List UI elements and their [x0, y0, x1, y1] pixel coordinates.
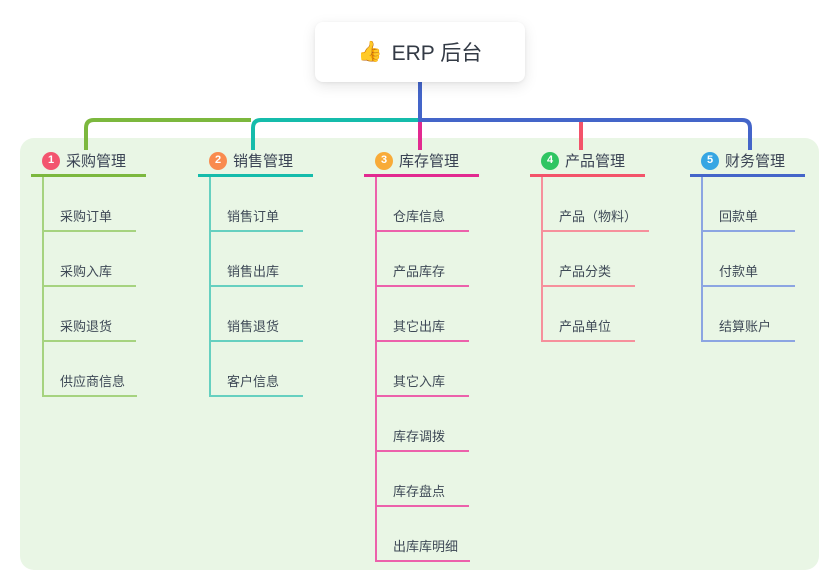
branch-number-badge: 2 [209, 151, 227, 170]
child-node[interactable]: 产品（物料） [541, 202, 650, 232]
branch-node-5[interactable]: 5 财务管理 [690, 147, 805, 177]
branch-1-child-connector [42, 177, 44, 397]
branch-node-label: 产品管理 [565, 153, 626, 170]
branch-node-3[interactable]: 3 库存管理 [364, 147, 479, 177]
branch-4-child-connector [541, 177, 543, 342]
child-node[interactable]: 销售订单 [209, 202, 303, 232]
child-node[interactable]: 出库库明细 [375, 532, 471, 562]
child-node[interactable]: 库存盘点 [375, 477, 469, 507]
child-node[interactable]: 库存调拨 [375, 422, 469, 452]
child-node[interactable]: 采购订单 [42, 202, 136, 232]
branch-number-badge: 3 [375, 151, 393, 170]
child-node[interactable]: 回款单 [701, 202, 795, 232]
child-node[interactable]: 产品单位 [541, 312, 635, 342]
child-node[interactable]: 供应商信息 [42, 367, 138, 397]
child-node[interactable]: 其它入库 [375, 367, 469, 397]
branch-number-badge: 5 [701, 151, 719, 170]
branch-node-4[interactable]: 4 产品管理 [530, 147, 645, 177]
branch-2-child-connector [209, 177, 211, 397]
child-node[interactable]: 销售出库 [209, 257, 303, 287]
branch-node-2[interactable]: 2 销售管理 [198, 147, 313, 177]
branch-5-child-connector [701, 177, 703, 342]
branch-node-label: 财务管理 [725, 153, 786, 170]
branch-node-label: 采购管理 [66, 153, 127, 170]
branch-number-badge: 4 [541, 151, 559, 170]
root-node-label: ERP 后台 [391, 42, 483, 65]
child-node[interactable]: 产品分类 [541, 257, 635, 287]
child-node[interactable]: 结算账户 [701, 312, 795, 342]
child-node[interactable]: 仓库信息 [375, 202, 469, 232]
branch-node-1[interactable]: 1 采购管理 [31, 147, 146, 177]
child-node[interactable]: 采购退货 [42, 312, 136, 342]
child-node[interactable]: 产品库存 [375, 257, 469, 287]
child-node[interactable]: 销售退货 [209, 312, 303, 342]
child-node[interactable]: 采购入库 [42, 257, 136, 287]
branch-number-badge: 1 [42, 151, 60, 170]
child-node[interactable]: 付款单 [701, 257, 795, 287]
child-node[interactable]: 其它出库 [375, 312, 469, 342]
child-node[interactable]: 客户信息 [209, 367, 303, 397]
branch-node-label: 销售管理 [233, 153, 294, 170]
branch-node-label: 库存管理 [399, 153, 460, 170]
root-node-erp-backend[interactable]: 👍 ERP 后台 [315, 22, 525, 82]
branches-panel [20, 138, 819, 570]
thumbs-up-icon: 👍 [357, 41, 383, 63]
branch-3-child-connector [375, 177, 377, 562]
